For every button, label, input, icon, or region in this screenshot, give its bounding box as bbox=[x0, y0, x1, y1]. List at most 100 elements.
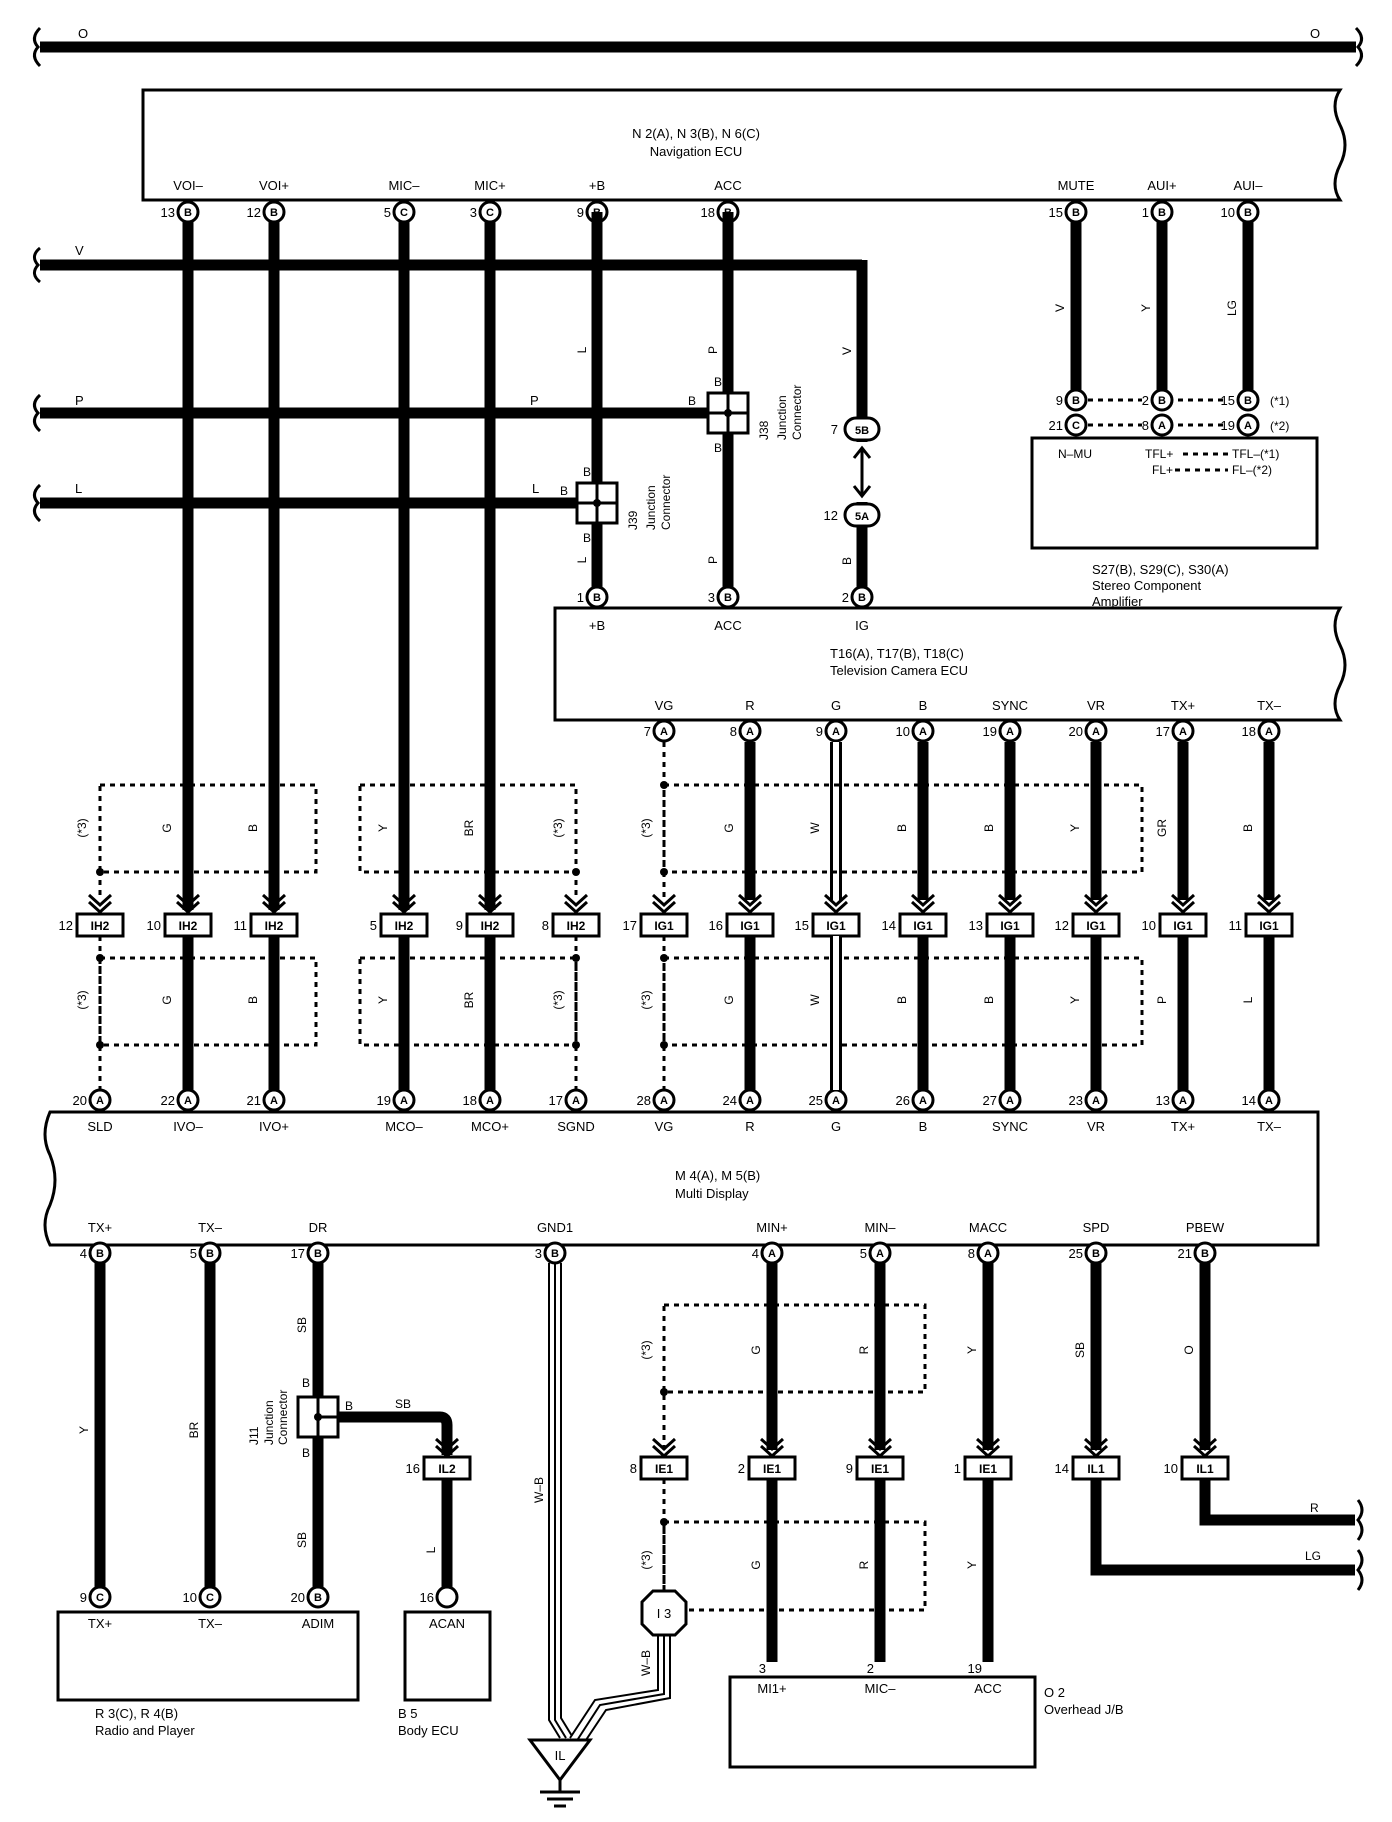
ih2-3-chevron-b bbox=[391, 900, 417, 915]
gnd-wire-2 bbox=[560, 1263, 573, 1737]
ig1-6-chevron-a bbox=[1170, 893, 1196, 908]
amp-row1-pin-1: B2 bbox=[1142, 388, 1174, 412]
ig1-2-chevron-b bbox=[823, 900, 849, 915]
ig1-connector-1-id: IG1 bbox=[740, 919, 760, 933]
shield-dot-l3b bbox=[660, 1041, 668, 1049]
il2-connector-id: IL2 bbox=[438, 1462, 456, 1476]
body-ecu-pin-num: 16 bbox=[420, 1590, 434, 1605]
md-bottom-pin-1-letter: B bbox=[206, 1248, 214, 1260]
nav-pin-4-num: 9 bbox=[577, 205, 584, 220]
j11-pin-bottom: B bbox=[302, 1446, 310, 1460]
radio-pin-1-num: 10 bbox=[183, 1590, 197, 1605]
tv-bottom-pin-1-num: 8 bbox=[730, 724, 737, 739]
md-bottom-pin-6-num: 8 bbox=[968, 1246, 975, 1261]
rail-p-label-2: P bbox=[530, 393, 539, 408]
amp-row2-pin-2-num: 19 bbox=[1221, 418, 1235, 433]
upper-wire-label-10: B bbox=[1241, 824, 1255, 832]
md-top-label-9: B bbox=[919, 1119, 928, 1134]
tv-bottom-label-3: B bbox=[919, 698, 928, 713]
rail-l-label-2: L bbox=[532, 481, 539, 496]
ig1-5-chevron-a bbox=[1083, 893, 1109, 908]
tv-bottom-pin-3: A10 bbox=[896, 719, 935, 743]
overhead-pin-label-1: MIC– bbox=[864, 1681, 896, 1696]
nav-pin-2-num: 5 bbox=[384, 205, 391, 220]
amp-row2-pin-2: A19 bbox=[1221, 413, 1260, 437]
shield-dot-b2 bbox=[660, 1518, 668, 1526]
ig1-connector-5-num: 12 bbox=[1055, 918, 1069, 933]
tv-bottom-pin-7-num: 18 bbox=[1242, 724, 1256, 739]
ig1-4-chevron-a bbox=[997, 893, 1023, 908]
md-top-pin-0-letter: A bbox=[96, 1095, 104, 1107]
ig1-connector-4-id: IG1 bbox=[1000, 919, 1020, 933]
md-name: Multi Display bbox=[675, 1186, 749, 1201]
md-top-pin-8-letter: A bbox=[832, 1095, 840, 1107]
i3-splice: I 3 bbox=[640, 1589, 688, 1637]
md-bottom-pin-8-num: 21 bbox=[1178, 1246, 1192, 1261]
shield-box-upper-1 bbox=[98, 783, 318, 874]
nav-ecu-name: Navigation ECU bbox=[650, 144, 743, 159]
j39-pin-top: B bbox=[583, 465, 591, 479]
amp-wire-label-0: V bbox=[1053, 304, 1067, 312]
ih2-connector-4-id: IH2 bbox=[481, 919, 500, 933]
radio-name: Radio and Player bbox=[95, 1723, 195, 1738]
radio-title: R 3(C), R 4(B) bbox=[95, 1706, 178, 1721]
shield-dot-u1 bbox=[96, 868, 104, 876]
tv-bottom-pin-4: A19 bbox=[983, 719, 1022, 743]
shield-note-1: (*3) bbox=[551, 818, 565, 837]
splice-5a-num: 12 bbox=[824, 508, 838, 523]
tv-bottom-label-2: G bbox=[831, 698, 841, 713]
ig1-connector-7-id: IG1 bbox=[1259, 919, 1279, 933]
nav-pin-0-letter: B bbox=[184, 207, 192, 219]
tv-top-label-1: ACC bbox=[714, 618, 741, 633]
il2-connector: IL2 16 bbox=[406, 1455, 472, 1481]
tv-top-pin-1: B3 bbox=[708, 585, 740, 609]
md-bottom-pin-0: B4 bbox=[80, 1241, 112, 1265]
tv-bottom-label-4: SYNC bbox=[992, 698, 1028, 713]
md-bottom-pin-0-num: 4 bbox=[80, 1246, 87, 1261]
ih2-2-chevron-b bbox=[261, 900, 287, 915]
md-top-pin-7-letter: A bbox=[746, 1095, 754, 1107]
shield-box-upper-3 bbox=[662, 783, 1144, 874]
ih2-connector-0-id: IH2 bbox=[91, 919, 110, 933]
ig1-7-chevron-b bbox=[1256, 900, 1282, 915]
nav-pin-8-letter: B bbox=[1244, 207, 1252, 219]
tv-bottom-pin-1-letter: A bbox=[746, 726, 754, 738]
md-top-pin-7-num: 24 bbox=[723, 1093, 737, 1108]
md-bottom-pin-0-letter: B bbox=[96, 1248, 104, 1260]
md-bottom-pin-2-letter: B bbox=[314, 1248, 322, 1260]
ig1-4-chevron-b bbox=[997, 900, 1023, 915]
tv-bottom-pin-6-num: 17 bbox=[1156, 724, 1170, 739]
ih2-3-chevron-a bbox=[391, 893, 417, 908]
md-top-pin-6-letter: A bbox=[660, 1095, 668, 1107]
shield-dot-u2 bbox=[572, 868, 580, 876]
nav-pin-label-8: AUI– bbox=[1234, 178, 1264, 193]
overhead-pin-num-1: 2 bbox=[867, 1661, 874, 1676]
tv-bottom-pin-0-letter: A bbox=[660, 726, 668, 738]
tv-top-pin-0: B1 bbox=[577, 585, 609, 609]
body-ecu-title: B 5 bbox=[398, 1706, 418, 1721]
nav-pin-0: B13 bbox=[161, 200, 200, 224]
bot-label-gnd: W–B bbox=[532, 1477, 546, 1503]
ig1-connector-0-num: 17 bbox=[623, 918, 637, 933]
md-top-label-10: SYNC bbox=[992, 1119, 1028, 1134]
exit-break-r bbox=[1356, 1499, 1364, 1541]
tv-bottom-pin-3-letter: A bbox=[919, 726, 927, 738]
ig1-3-chevron-a bbox=[910, 893, 936, 908]
tv-bottom-pin-7: A18 bbox=[1242, 719, 1281, 743]
bot-label-ie1-up-2: Y bbox=[965, 1346, 979, 1354]
ie1-connector-0-id: IE1 bbox=[655, 1462, 673, 1476]
amp-title: S27(B), S29(C), S30(A) bbox=[1092, 562, 1229, 577]
md-bottom-label-8: PBEW bbox=[1186, 1220, 1225, 1235]
radio-pin-1: C10 bbox=[183, 1585, 222, 1609]
il2-connector-num: 16 bbox=[406, 1461, 420, 1476]
ih2-connector-5-num: 8 bbox=[542, 918, 549, 933]
il1-connector-1-id: IL1 bbox=[1196, 1462, 1214, 1476]
il1-connector-1-num: 10 bbox=[1164, 1461, 1178, 1476]
tv-bottom-label-5: VR bbox=[1087, 698, 1105, 713]
